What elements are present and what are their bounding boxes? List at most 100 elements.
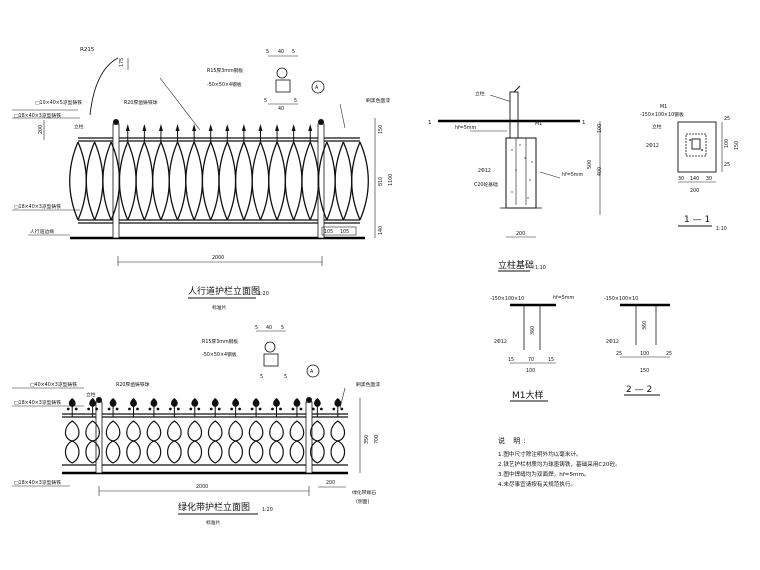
r20-label: R20厚凿铸铁球 (124, 99, 158, 106)
heart-upper (207, 420, 223, 442)
fleur-side (279, 407, 282, 411)
loop-left (85, 141, 96, 221)
s22-dim-150: 150 (640, 368, 649, 374)
plate-detail (275, 79, 291, 93)
spear-tip (291, 124, 296, 131)
heart-lower (310, 440, 325, 464)
g-dim-350: 350 (364, 435, 370, 444)
fleur-tip (232, 398, 240, 407)
g-post18-label: □18×40×3凉型铸铁 (14, 399, 61, 406)
fleur-side (87, 407, 91, 411)
loop-left (102, 141, 112, 221)
loop-left (118, 141, 129, 221)
g-post-right (305, 401, 313, 474)
note-4: 4.未尽事宜请按有关规范执行。 (498, 482, 577, 488)
spear-tip (241, 124, 246, 131)
g-dim-5b: 5 (281, 325, 284, 331)
m1-label-3: M1 (660, 104, 667, 110)
g-dim-40: 40 (266, 325, 272, 331)
post-left (112, 123, 120, 239)
notes-title: 说 明: (498, 437, 529, 445)
fleur-side (258, 407, 262, 411)
g-dim-700: 700 (374, 435, 380, 444)
spear-tip (125, 124, 130, 131)
loop-right (160, 141, 170, 221)
hf-side-label: hf=5mm (562, 172, 583, 178)
leader-hf-side (539, 171, 561, 179)
fleur-side (250, 407, 254, 411)
rebar-label-3: 2Φ12 (646, 143, 659, 149)
fleur-tip (109, 398, 117, 407)
fleur-side (319, 407, 323, 411)
fleur-side (148, 407, 152, 411)
dim-40a: 40 (278, 49, 284, 55)
dim-25b-3: 25 (724, 162, 730, 168)
post-label: 立柱 (74, 123, 84, 130)
loop-right (276, 141, 287, 221)
loop-left (201, 141, 212, 221)
loop-left (218, 141, 228, 221)
heart-upper (228, 420, 243, 442)
concrete-footing (505, 137, 537, 209)
g-r20-label: R20厚凿铸铁球 (116, 381, 150, 388)
section-mark-right: 1 (582, 120, 586, 126)
heart-upper (289, 420, 305, 442)
heart-lower (146, 440, 162, 464)
g-paint-label: 刷黑色面漆 (356, 381, 380, 388)
post18-label: □18×40×3凉型铸铁 (14, 112, 61, 119)
m1-dim-15a: 15 (508, 357, 514, 363)
dim-5d: 5 (294, 98, 297, 104)
loop-right (226, 141, 237, 221)
m1-hf-label: hf=5mm (553, 295, 574, 301)
g-dim-5d: 5 (284, 374, 287, 380)
sidewalk-title: 人行道护栏立面图 (188, 285, 260, 297)
loop-left (268, 141, 278, 221)
note-1: 1.图中尺寸除注明外均以毫米计。 (498, 452, 582, 458)
loop-right (293, 141, 303, 221)
fleur-side (115, 407, 119, 411)
dim-5c: 5 (264, 98, 267, 104)
rebar-dot-1 (689, 139, 691, 141)
dim-200-left: 200 (38, 125, 44, 134)
dim-150-3: 150 (734, 141, 740, 150)
foundation-title: 立柱基础 (498, 259, 534, 271)
dim-40b: 40 (278, 106, 284, 112)
heart-upper (105, 420, 121, 442)
top-rail-label: □10×40×5凉型铸铁 (35, 99, 82, 106)
loop-left (251, 141, 262, 221)
loop-right (309, 141, 320, 221)
sidewalk-railing-elevation: R215 175 200 □10×40×5凉型铸铁 □18×40×3凉型铸铁 立… (12, 47, 394, 311)
m1-dim-100: 100 (526, 368, 535, 374)
g-top-rail-label: □40×40×3凉型铸铁 (30, 381, 77, 388)
heart-lower (64, 440, 80, 464)
dim-175: 175 (119, 58, 125, 67)
ornament-panel-1 (69, 124, 369, 221)
section-2-2: -150×100×10 360 2Φ12 25 100 25 150 2 — 2 (604, 296, 672, 396)
dim-200-2: 200 (516, 231, 525, 237)
g-dim-5c: 5 (260, 374, 263, 380)
post-label-2: 立柱 (475, 90, 485, 97)
s22-title: 2 — 2 (626, 385, 652, 395)
g-post-left (95, 401, 103, 474)
spear-tip (225, 124, 230, 131)
fleur-side (168, 407, 172, 411)
section-mark-left: 1 (428, 120, 432, 126)
rebar-label: 2Φ12 (478, 168, 491, 174)
sidewalk-scale: 1:20 (258, 291, 269, 297)
s22-dim-25a: 25 (616, 351, 622, 357)
section-1-1-scale: 1:10 (716, 226, 727, 232)
heart-lower (248, 440, 264, 464)
dim-30a-3: 30 (678, 176, 684, 182)
fleur-side (107, 407, 111, 411)
fleur-side (230, 407, 234, 411)
dim-500-2: 500 (587, 160, 593, 169)
spear-tip (142, 124, 147, 131)
dim-5b: 5 (292, 49, 295, 55)
notes-block: 说 明: 1.图中尺寸除注明外均以毫米计。 2.铁艺护栏材质均为球墨铸铁，基础采… (498, 436, 698, 490)
fleur-side (340, 407, 344, 411)
heart-lower (187, 440, 203, 464)
g-plate-label: -50×50×4钢板 (202, 351, 237, 358)
loop-right (77, 141, 87, 221)
dim-5a: 5 (266, 49, 269, 55)
